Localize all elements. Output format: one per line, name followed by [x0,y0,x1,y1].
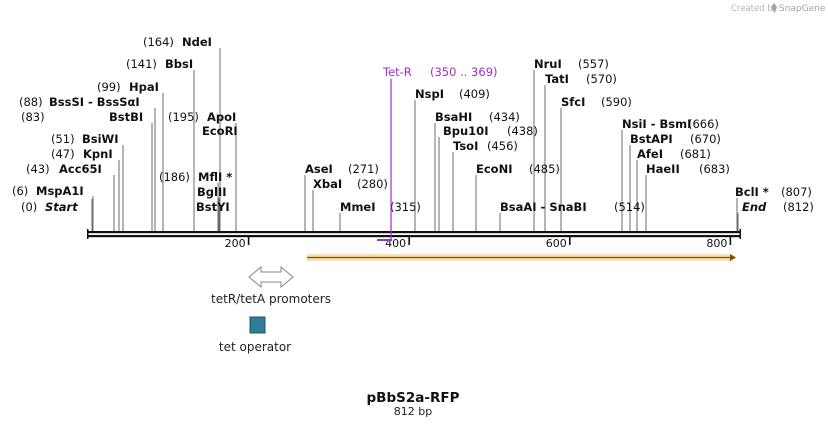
features: tetR/tetA promoters tet operator [211,254,736,354]
site-name[interactable]: BsiWI [82,132,119,146]
site-position: (186) [159,170,190,184]
site-position: (43) [26,162,50,176]
site-name[interactable]: BssSI - BssSαI [49,95,140,109]
site-position: (141) [126,57,157,71]
site-name[interactable]: BstYI [196,200,230,214]
site-name[interactable]: BsaHI [435,110,472,124]
site-name[interactable]: HpaI [129,80,159,94]
site-name[interactable]: XbaI [313,177,342,191]
site-name[interactable]: SfcI [561,95,585,109]
site-name[interactable]: NruI [534,57,562,71]
promoter-label: tetR/tetA promoters [211,292,331,306]
site-position: (666) [688,117,719,131]
primer-range: (350 .. 369) [430,65,498,79]
site-name[interactable]: KpnI [83,147,113,161]
site-name[interactable]: BbsI [165,57,193,71]
site-position: (807) [781,185,812,199]
site-name[interactable]: NspI [415,87,444,101]
site-leader-lines [91,48,739,231]
site-position: (434) [489,110,520,124]
site-position: (195) [168,110,199,124]
site-position: (51) [51,132,75,146]
operator-feature[interactable] [249,316,266,334]
site-position: (315) [390,200,421,214]
site-name[interactable]: BglII [197,185,227,199]
site-position: (99) [97,80,121,94]
site-position: (670) [690,132,721,146]
axis-tick-label: 400 [385,237,406,250]
site-position: (164) [143,35,174,49]
brand-name: SnapGene [779,4,826,14]
axis-tick-label: 800 [706,237,727,250]
axis-tick-label: 200 [225,237,246,250]
site-name[interactable]: BstBI [109,110,143,124]
site-name[interactable]: BclI * [735,185,769,199]
site-name[interactable]: Acc65I [59,162,102,176]
site-position: (514) [614,200,645,214]
plasmid-length: 812 bp [394,405,432,418]
site-name[interactable]: ApoI [207,110,236,124]
site-name[interactable]: TatI [545,72,569,86]
site-position: (456) [487,139,518,153]
axis-tick-label: 600 [546,237,567,250]
site-position: (6) [12,184,28,198]
site-position: (590) [601,95,632,109]
site-labels: (0) Start (6) MspA1I (43) Acc65I(47) KpnI (51) B… [12,35,814,214]
site-position: (280) [357,177,388,191]
site-name[interactable]: Bpu10I [443,124,488,138]
site-position: (557) [578,57,609,71]
site-name[interactable]: MflI * [198,170,232,184]
site-name[interactable]: EcoNI [476,162,512,176]
site-position: (271) [348,162,379,176]
site-name[interactable]: MmeI [340,200,376,214]
site-position: (683) [699,162,730,176]
site-position: (47) [51,147,75,161]
site-position: (88) [19,95,43,109]
site-name[interactable]: AfeI [637,147,663,161]
site-position: (570) [586,72,617,86]
site-name[interactable]: BstAPI [630,132,673,146]
primer-tet-r[interactable]: Tet-R (350 .. 369) [377,65,498,241]
site-position: (83) [21,110,45,124]
site-position: (409) [459,87,490,101]
site-name[interactable]: EcoRI [202,124,238,138]
position-axis: 200 400 600 800 [225,237,732,250]
site-name[interactable]: MspA1I [36,184,84,198]
site-position: (812) [783,200,814,214]
primer-name: Tet-R [382,65,412,79]
site-position: (681) [680,147,711,161]
cds-arrowhead-icon [730,254,736,261]
site-position: (0) [21,200,37,214]
site-name[interactable]: TsoI [453,139,478,153]
credit-text: Created by [731,4,778,14]
site-name[interactable]: Start [45,200,78,214]
plasmid-name: pBbS2a-RFP [367,390,460,406]
site-name[interactable]: NdeI [182,35,212,49]
site-name[interactable]: HaeII [646,162,680,176]
snapgene-logo-icon [771,3,777,12]
sequence-backbone [87,229,741,239]
operator-label: tet operator [219,340,291,354]
site-position: (485) [529,162,560,176]
site-name[interactable]: NsiI - BsmI [622,117,691,131]
promoter-feature[interactable] [248,265,294,289]
site-name[interactable]: End [742,200,767,214]
site-position: (438) [507,124,538,138]
site-name[interactable]: AseI [305,162,333,176]
site-name[interactable]: BsaAI - SnaBI [500,200,587,214]
